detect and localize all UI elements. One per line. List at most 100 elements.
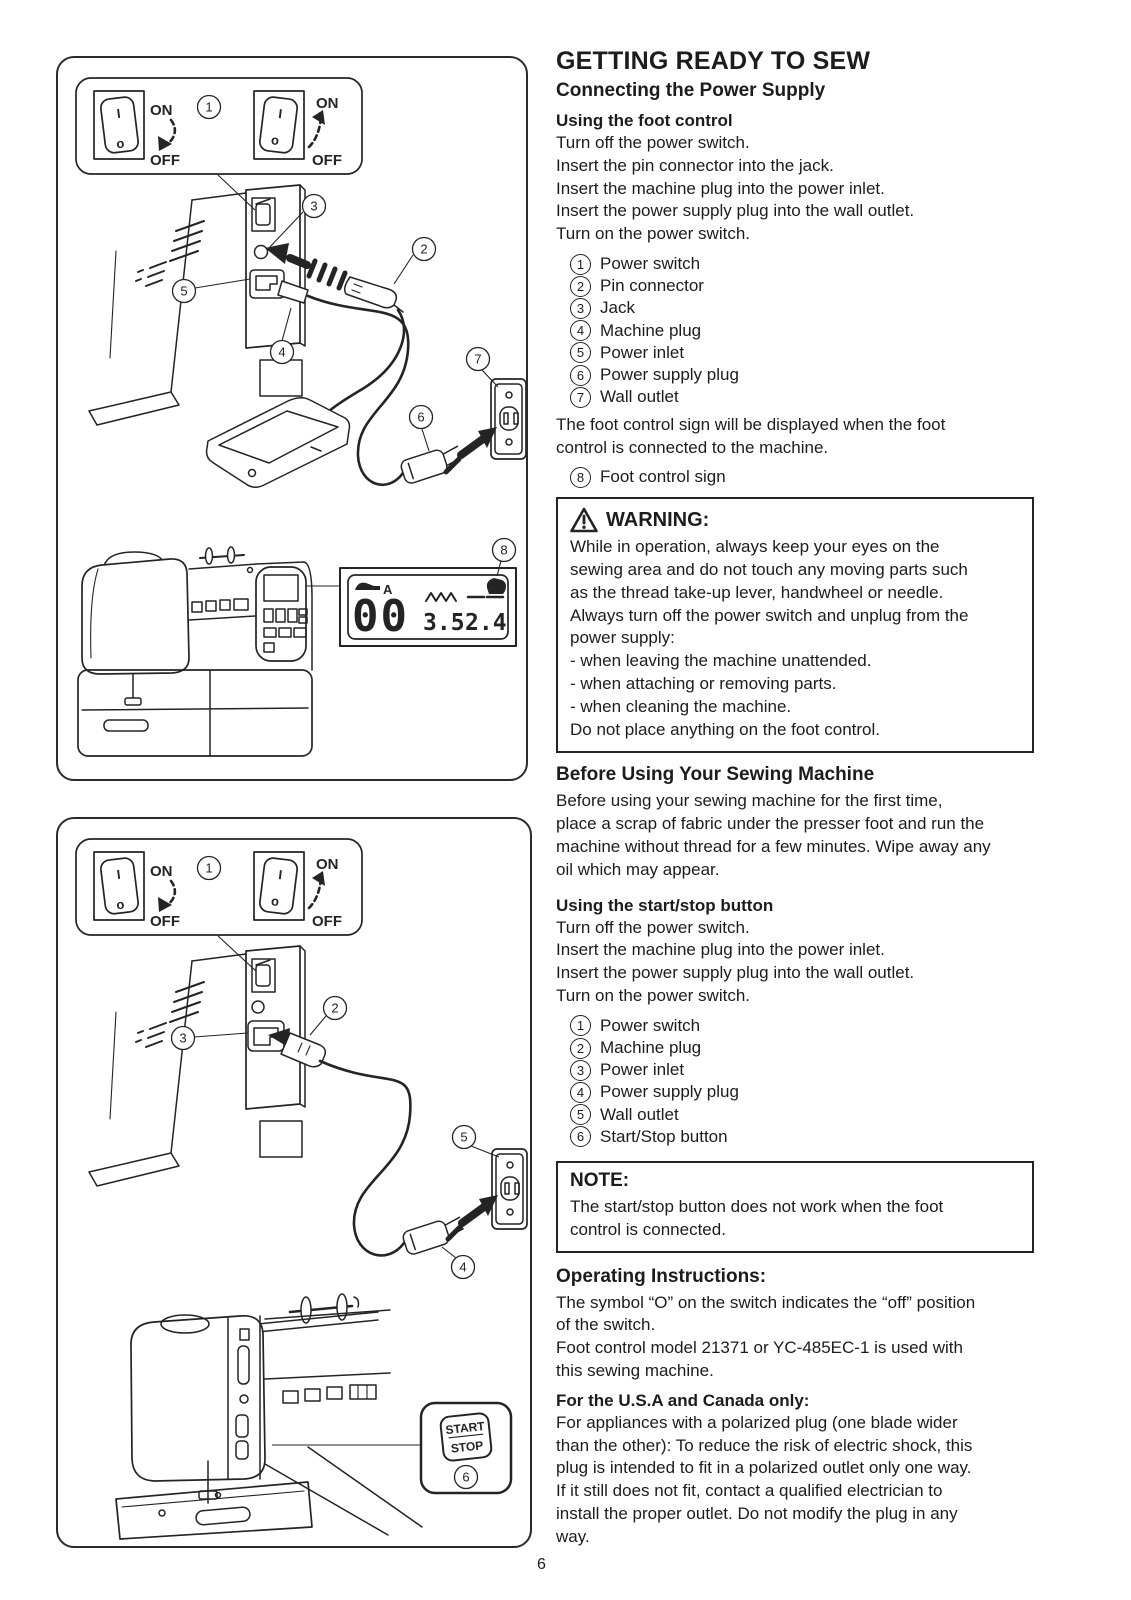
- part-label: Power inlet: [600, 342, 685, 362]
- part-label: Wall outlet: [600, 387, 679, 407]
- arrow-to-off-icon: [158, 136, 172, 151]
- machine-rear-view: [88, 945, 306, 1187]
- rocker-switch-icon: I o: [100, 96, 139, 154]
- part-label: Power supply plug: [600, 365, 739, 384]
- warning-triangle-icon: [570, 507, 598, 533]
- start-stop-steps: Turn off the power switch.Insert the mac…: [556, 917, 915, 1005]
- arrow-to-on-icon: [312, 871, 325, 886]
- rocker-switch-icon: I o: [259, 96, 298, 154]
- machine-plug: [277, 280, 410, 487]
- svg-text:4: 4: [459, 1260, 466, 1275]
- circled-number: 7: [570, 386, 591, 408]
- subheading-start-stop: Using the start/stop button: [556, 895, 774, 915]
- part-label: Start/Stop button: [600, 1126, 728, 1146]
- zigzag-stitch-icon: [425, 592, 457, 602]
- svg-text:OFF: OFF: [150, 913, 180, 930]
- svg-text:ON: ON: [150, 102, 173, 119]
- note-heading: NOTE:: [570, 1169, 630, 1191]
- figure-foot-control-setup: I o ON OFF I o ON OFF 1: [56, 56, 528, 781]
- svg-text:OFF: OFF: [312, 913, 342, 930]
- page-title: GETTING READY TO SEW: [556, 47, 871, 75]
- part-label: Machine plug: [600, 1037, 702, 1057]
- svg-text:OFF: OFF: [150, 152, 180, 169]
- callout-6: 6: [408, 404, 434, 430]
- callout-1: 1: [196, 94, 222, 120]
- callout-3: 3: [170, 1025, 196, 1051]
- foot-control-sign-note: The foot control sign will be displayed …: [556, 415, 946, 458]
- list-item: 2 Machine plug: [570, 1037, 1034, 1059]
- note-text: The start/stop button does not work when…: [570, 1196, 944, 1239]
- rocker-switch-icon: I o: [100, 857, 139, 915]
- svg-text:I: I: [116, 867, 121, 882]
- svg-text:ON: ON: [150, 863, 173, 880]
- callout-7: 7: [465, 346, 491, 372]
- foot-control: [205, 397, 351, 488]
- callout-3: 3: [301, 193, 327, 219]
- callout-4: 4: [450, 1254, 476, 1280]
- machine-rear-view: [88, 184, 306, 426]
- warning-title-row: WARNING:: [570, 507, 1020, 533]
- circled-number: 4: [570, 1081, 591, 1103]
- callout-6: 6: [453, 1464, 479, 1490]
- svg-text:6: 6: [462, 1470, 469, 1485]
- circled-number: 1: [570, 1015, 591, 1037]
- list-item: 6 Power supply plug: [570, 364, 1034, 386]
- part-label: Jack: [600, 298, 635, 318]
- part-label: Machine plug: [600, 320, 702, 340]
- wall-outlet: [491, 1148, 528, 1230]
- section-heading-operating: Operating Instructions:: [556, 1265, 767, 1287]
- section-heading-connecting: Connecting the Power Supply: [556, 80, 826, 101]
- screen-icon: [263, 574, 299, 602]
- wall-outlet: [490, 378, 526, 460]
- callout-2: 2: [411, 236, 437, 262]
- arrow-to-off-icon: [158, 897, 172, 912]
- circled-number: 2: [570, 275, 591, 297]
- insert-arrow-to-outlet: [445, 1195, 498, 1242]
- circled-number: 8: [570, 466, 591, 488]
- svg-text:2.4: 2.4: [465, 610, 507, 636]
- power-switch-legend: I o ON OFF I o ON OFF: [75, 77, 363, 175]
- power-supply-plug: [400, 445, 462, 484]
- svg-text:I: I: [278, 867, 283, 882]
- figure2-drawing: I o ON OFF I o ON OFF 1: [75, 838, 528, 1540]
- list-item: 7 Wall outlet: [570, 386, 1034, 408]
- callout-5: 5: [171, 278, 197, 304]
- svg-text:I: I: [278, 106, 283, 121]
- svg-text:6: 6: [417, 410, 424, 425]
- svg-text:2: 2: [420, 242, 427, 257]
- circled-number: 2: [570, 1037, 591, 1059]
- svg-text:8: 8: [500, 543, 507, 558]
- note-box: NOTE: The start/stop button does not wor…: [556, 1160, 1034, 1253]
- svg-text:STOP: STOP: [450, 1438, 484, 1455]
- svg-text:I: I: [116, 106, 121, 121]
- svg-text:7: 7: [474, 352, 481, 367]
- callout-1: 1: [196, 855, 222, 881]
- circled-number: 1: [570, 253, 591, 275]
- circled-number: 6: [570, 364, 591, 386]
- presser-foot-sign-icon: [355, 582, 380, 590]
- arrow-to-on-icon: [312, 110, 325, 125]
- insert-arrow-icon: [268, 1028, 290, 1047]
- section-heading-before-using: Before Using Your Sewing Machine: [556, 764, 875, 786]
- spool-icon: [226, 546, 236, 564]
- circled-number: 5: [570, 1104, 591, 1126]
- start-stop-button: START STOP: [439, 1412, 493, 1462]
- svg-text:o: o: [270, 132, 280, 148]
- subheading-foot-control: Using the foot control: [556, 111, 733, 130]
- before-using-text: Before using your sewing machine for the…: [556, 791, 991, 879]
- svg-text:3: 3: [179, 1031, 186, 1046]
- part-label: Power supply plug: [600, 1082, 739, 1102]
- power-supply-plug: [402, 1216, 464, 1255]
- bobbin-cover-icon: [195, 1506, 251, 1526]
- page-number: 6: [537, 1556, 546, 1573]
- warning-box: WARNING: While in operation, always keep…: [556, 497, 1034, 754]
- insert-arrow-to-outlet: [443, 427, 497, 475]
- machine-plug: [268, 1028, 412, 1257]
